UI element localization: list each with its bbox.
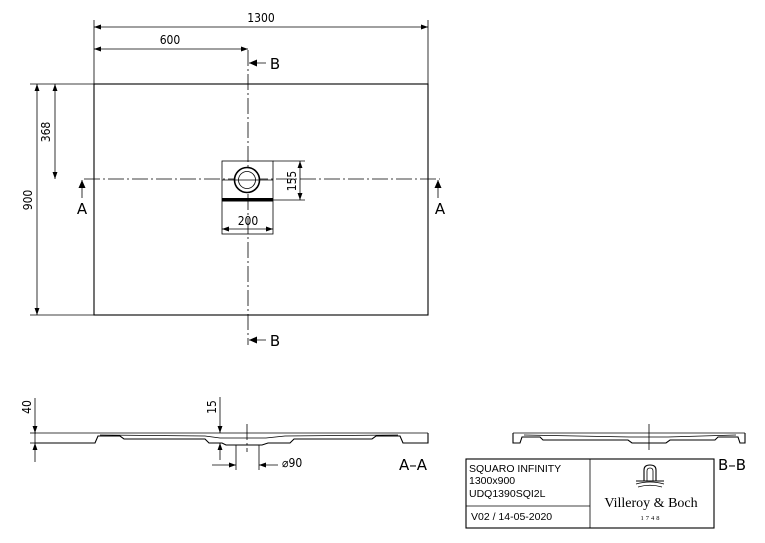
product-name: SQUARO INFINITY: [469, 463, 561, 475]
section-a-a-view: 40 15 ⌀90 A–A: [20, 397, 429, 474]
view-label-bb: B–B: [718, 456, 746, 474]
section-label-a-left: A: [77, 200, 88, 218]
profile-bb-inner: [523, 434, 737, 438]
plan-view: 1300 600 900 368 155 200 A A: [21, 11, 446, 350]
section-marker-b-bottom: B: [249, 332, 280, 350]
dim-label-200: 200: [238, 214, 259, 228]
view-label-aa: A–A: [399, 456, 428, 474]
article-code: UDQ1390SQI2L: [469, 488, 546, 500]
section-label-b-bottom: B: [270, 332, 280, 350]
title-block: SQUARO INFINITY 1300x900 UDQ1390SQI2L V0…: [465, 458, 715, 529]
section-marker-a-right: A: [434, 180, 446, 218]
dim-label-90: ⌀90: [282, 456, 302, 470]
dim-label-368: 368: [39, 122, 53, 143]
product-size: 1300x900: [469, 475, 515, 487]
profile-bb-bottom: [512, 433, 746, 444]
dim-label-900: 900: [21, 190, 35, 211]
section-label-b-top: B: [270, 55, 280, 73]
tray-outline: [93, 83, 429, 316]
villeroy-boch-logo-icon: [635, 464, 665, 488]
dim-label-600: 600: [160, 33, 181, 47]
profile-aa-inner: [99, 434, 399, 439]
section-b-b-view: B–B: [512, 424, 746, 474]
drain-box: [221, 160, 274, 235]
section-label-a-right: A: [435, 200, 446, 218]
dim-label-40: 40: [20, 400, 34, 414]
dim-label-1300: 1300: [247, 11, 275, 25]
profile-aa-bottom: [35, 433, 429, 446]
section-marker-a-left: A: [77, 180, 88, 218]
dim-label-155: 155: [285, 171, 299, 192]
section-marker-b-top: B: [249, 55, 280, 73]
version-date: V02 / 14-05-2020: [471, 511, 552, 523]
brand-year: 1748: [641, 515, 662, 522]
drain-grate-bar: [222, 198, 273, 202]
dim-label-15: 15: [205, 400, 219, 414]
brand-name: Villeroy & Boch: [604, 496, 697, 511]
